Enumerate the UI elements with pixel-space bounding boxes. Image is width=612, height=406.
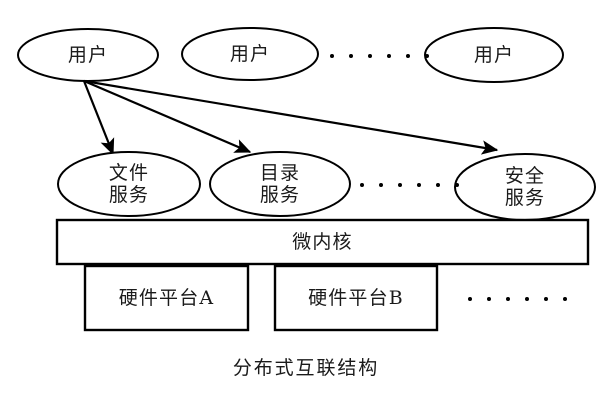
kernel-box xyxy=(55,218,590,266)
user-ellipse-3 xyxy=(424,27,564,83)
arrow-user-to-file-service xyxy=(82,80,115,156)
platform-box-a xyxy=(83,264,250,332)
arrows-group xyxy=(82,79,499,156)
service-ellipse-directory xyxy=(209,151,351,217)
service-ellipses-group xyxy=(57,151,596,221)
service-ellipse-file xyxy=(57,151,201,217)
user-ellipses-group xyxy=(17,27,564,83)
platform-boxes-group xyxy=(83,264,439,332)
user-ellipse-2 xyxy=(181,27,319,81)
service-ellipse-security xyxy=(454,153,596,221)
kernel-box-group xyxy=(55,218,590,266)
platform-box-b xyxy=(273,264,439,332)
arrow-user-to-directory-service xyxy=(83,79,252,154)
arrow-user-to-security-service xyxy=(83,79,499,155)
user-ellipse-1 xyxy=(17,28,159,82)
